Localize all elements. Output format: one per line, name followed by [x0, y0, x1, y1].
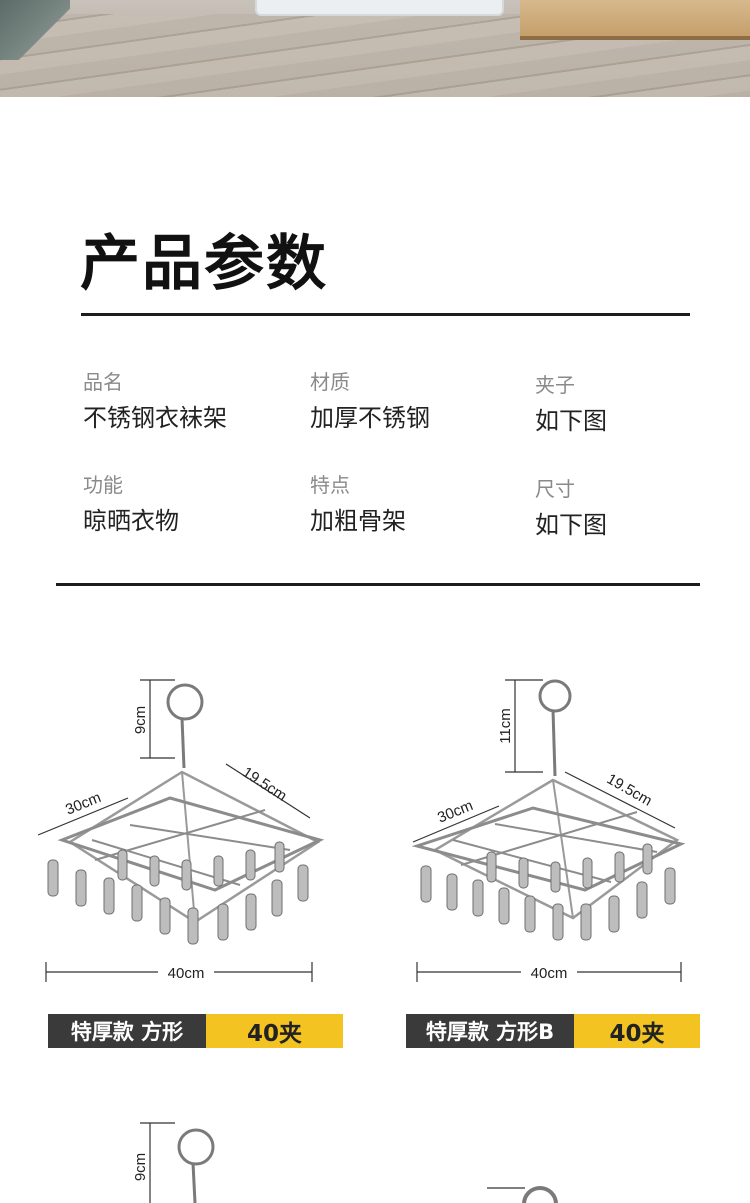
- product-card[interactable]: [375, 1180, 750, 1203]
- dim-diagonal: 19.5cm: [239, 764, 290, 805]
- spec-value: 加厚不锈钢: [310, 404, 430, 432]
- hero-photo: [0, 0, 750, 97]
- spec-value: 如下图: [535, 511, 607, 539]
- hook-icon: [177, 1128, 215, 1166]
- shelf-edge: [520, 36, 750, 40]
- spec-feature: 特点 加粗骨架: [310, 475, 406, 533]
- spec-function: 功能 晾晒衣物: [83, 475, 179, 533]
- hook-icon: [522, 1186, 558, 1203]
- clip-count: 40夹: [206, 1014, 343, 1048]
- product-banner: 特厚款 方形B 40夹: [406, 1014, 700, 1048]
- spec-key: 尺寸: [535, 477, 575, 501]
- spec-key: 特点: [310, 473, 350, 497]
- dim-width: 40cm: [168, 965, 205, 982]
- divider-top: [81, 313, 690, 316]
- hanger-illustration: 11cm 30cm 19.5cm 40cm: [411, 679, 686, 982]
- divider-bottom: [56, 583, 700, 586]
- spec-clips: 夹子 如下图: [535, 375, 607, 433]
- dim-hook-height: 9cm: [132, 706, 149, 734]
- section-title: 产品参数: [80, 229, 328, 299]
- spec-key: 夹子: [535, 373, 575, 397]
- spec-value: 晾晒衣物: [83, 507, 179, 535]
- hook-icon: [538, 679, 572, 713]
- hook-icon: [166, 683, 204, 721]
- spec-key: 品名: [83, 370, 123, 394]
- hanger-illustration: 9cm: [132, 1122, 215, 1203]
- dim-diagonal: 19.5cm: [604, 770, 655, 809]
- dim-depth: 30cm: [63, 789, 103, 819]
- spec-name: 品名 不锈钢衣袜架: [83, 372, 227, 430]
- product-card[interactable]: 9cm: [0, 1115, 375, 1203]
- dim-hook-height: 11cm: [497, 708, 514, 744]
- hanger-illustration: [487, 1186, 558, 1203]
- product-card[interactable]: 9cm 30cm 19.5cm 4: [0, 660, 375, 1060]
- washing-machine-base: [255, 0, 504, 16]
- clip-count: 40夹: [574, 1014, 700, 1048]
- spec-value: 如下图: [535, 407, 607, 435]
- spec-value: 不锈钢衣袜架: [83, 404, 227, 432]
- spec-key: 材质: [310, 370, 350, 394]
- product-label: 特厚款 方形B: [406, 1014, 574, 1048]
- wooden-shelf: [520, 0, 750, 40]
- dim-width: 40cm: [531, 965, 568, 982]
- dim-depth: 30cm: [435, 797, 475, 827]
- spec-value: 加粗骨架: [310, 507, 406, 535]
- hanger-illustration: 9cm 30cm 19.5cm 4: [37, 679, 325, 982]
- spec-material: 材质 加厚不锈钢: [310, 372, 430, 430]
- spec-key: 功能: [83, 473, 123, 497]
- dim-hook-height: 9cm: [132, 1153, 149, 1181]
- product-banner: 特厚款 方形 40夹: [48, 1014, 343, 1048]
- product-card[interactable]: 11cm 30cm 19.5cm 40cm 特厚款 方形B 40夹: [375, 660, 750, 1060]
- floor-tile: [0, 0, 70, 60]
- product-label: 特厚款 方形: [48, 1014, 206, 1048]
- spec-size: 尺寸 如下图: [535, 479, 607, 537]
